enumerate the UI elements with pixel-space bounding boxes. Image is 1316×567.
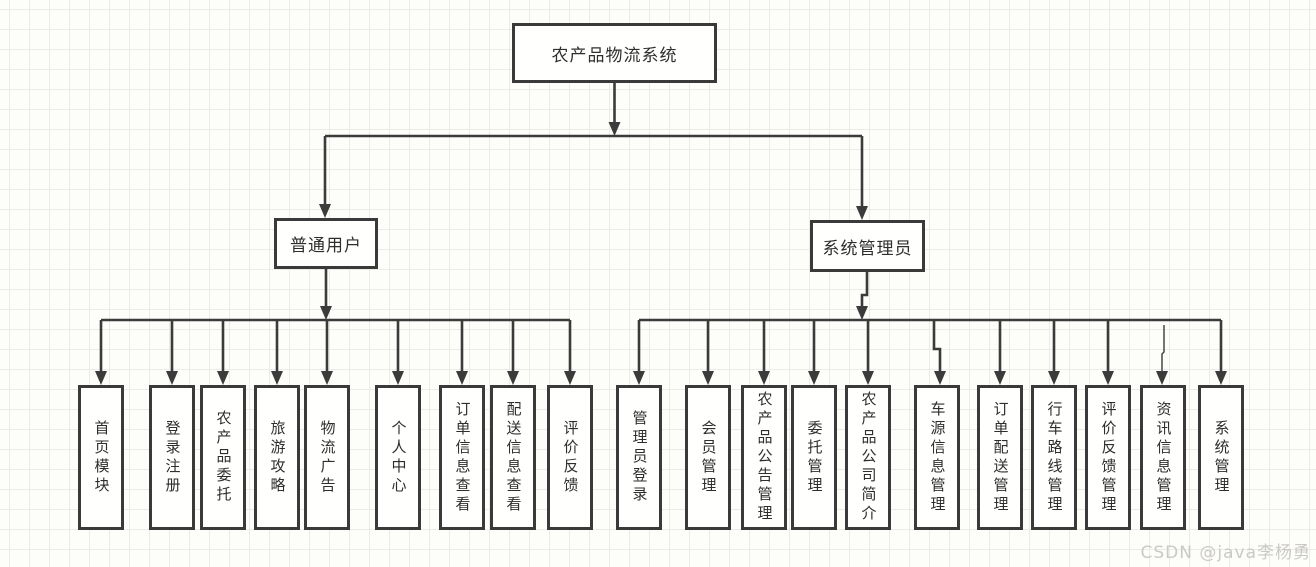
leaf-node: 旅游攻略 bbox=[254, 385, 300, 530]
leaf-node: 车源信息管理 bbox=[914, 385, 960, 530]
leaf-node: 评价反馈管理 bbox=[1085, 385, 1131, 530]
arrowhead bbox=[564, 371, 576, 385]
arrowhead bbox=[856, 206, 868, 220]
arrowhead bbox=[702, 371, 714, 385]
leaf-node: 农产品公告管理 bbox=[741, 385, 787, 530]
node-label: 个人中心 bbox=[389, 419, 408, 496]
node-label: 首页模块 bbox=[92, 419, 111, 496]
node-label: 登录注册 bbox=[163, 419, 182, 496]
branch-node-system-admin: 系统管理员 bbox=[810, 220, 925, 272]
node-label: 委托管理 bbox=[805, 419, 824, 496]
leaf-node: 订单配送管理 bbox=[977, 385, 1023, 530]
connector-line bbox=[932, 320, 942, 373]
leaf-node: 物流广告 bbox=[304, 385, 350, 530]
arrowhead bbox=[507, 371, 519, 385]
arrowhead bbox=[758, 371, 770, 385]
leaf-node: 农产品委托 bbox=[200, 385, 246, 530]
node-label: 普通用户 bbox=[290, 236, 362, 256]
node-label: 农产品公告管理 bbox=[755, 391, 774, 524]
node-label: 配送信息查看 bbox=[504, 400, 523, 515]
leaf-node: 管理员登录 bbox=[616, 385, 662, 530]
arrowhead bbox=[321, 371, 333, 385]
arrowhead bbox=[1156, 371, 1168, 385]
node-label: 农产品物流系统 bbox=[551, 45, 678, 66]
leaf-node: 订单信息查看 bbox=[439, 385, 485, 530]
arrowhead bbox=[1048, 371, 1060, 385]
leaf-node: 系统管理 bbox=[1198, 385, 1244, 530]
arrowhead bbox=[271, 371, 283, 385]
node-label: 评价反馈 bbox=[561, 419, 580, 496]
node-label: 订单配送管理 bbox=[991, 400, 1010, 515]
node-label: 农产品公司简介 bbox=[859, 391, 878, 524]
arrowhead bbox=[856, 306, 868, 320]
leaf-node: 委托管理 bbox=[791, 385, 837, 530]
arrowhead bbox=[633, 371, 645, 385]
node-label: 物流广告 bbox=[318, 419, 337, 496]
arrowhead bbox=[1215, 371, 1227, 385]
node-label: 会员管理 bbox=[699, 419, 718, 496]
node-label: 管理员登录 bbox=[630, 410, 649, 505]
node-label: 车源信息管理 bbox=[928, 400, 947, 515]
leaf-node: 配送信息查看 bbox=[490, 385, 536, 530]
connector-line bbox=[860, 272, 869, 308]
arrowhead bbox=[862, 371, 874, 385]
node-label: 系统管理 bbox=[1212, 419, 1231, 496]
arrowhead bbox=[608, 122, 621, 136]
arrowhead bbox=[1102, 371, 1114, 385]
branch-node-regular-user: 普通用户 bbox=[274, 218, 378, 269]
arrowhead bbox=[217, 371, 229, 385]
connector-line bbox=[1161, 325, 1165, 373]
leaf-node: 登录注册 bbox=[149, 385, 195, 530]
arrowhead bbox=[166, 371, 178, 385]
leaf-node: 行车路线管理 bbox=[1031, 385, 1077, 530]
leaf-node: 资讯信息管理 bbox=[1140, 385, 1186, 530]
node-label: 旅游攻略 bbox=[268, 419, 287, 496]
csdn-watermark-text: CSDN @java李杨勇 bbox=[1140, 543, 1311, 563]
arrowhead bbox=[392, 371, 404, 385]
node-label: 农产品委托 bbox=[214, 410, 233, 505]
arrowhead bbox=[934, 371, 946, 385]
leaf-node: 评价反馈 bbox=[547, 385, 593, 530]
root-node: 农产品物流系统 bbox=[512, 23, 717, 83]
arrowhead bbox=[95, 371, 107, 385]
leaf-node: 首页模块 bbox=[78, 385, 124, 530]
arrowhead bbox=[320, 306, 332, 320]
arrowhead bbox=[994, 371, 1006, 385]
leaf-node: 会员管理 bbox=[685, 385, 731, 530]
node-label: 订单信息查看 bbox=[453, 400, 472, 515]
node-label: 评价反馈管理 bbox=[1099, 400, 1118, 515]
leaf-node: 个人中心 bbox=[375, 385, 421, 530]
leaf-node: 农产品公司简介 bbox=[845, 385, 891, 530]
arrowhead bbox=[808, 371, 820, 385]
node-label: 系统管理员 bbox=[822, 238, 913, 259]
arrowhead bbox=[319, 204, 331, 218]
node-label: 行车路线管理 bbox=[1045, 400, 1064, 515]
node-label: 资讯信息管理 bbox=[1154, 400, 1173, 515]
arrowhead bbox=[456, 371, 468, 385]
